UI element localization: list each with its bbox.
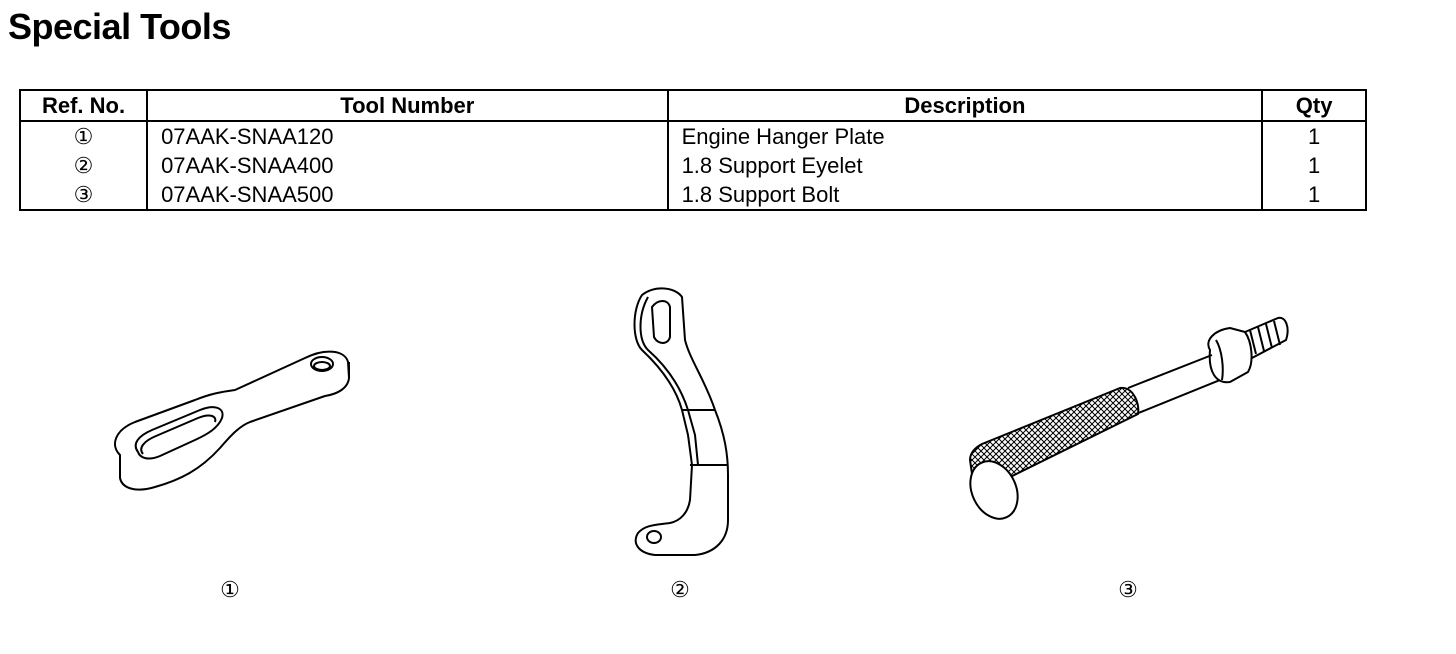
header-ref-no: Ref. No.: [18, 89, 149, 122]
qty-cell: 1: [1261, 180, 1367, 210]
tool-number-cell: 07AAK-SNAA400: [146, 151, 669, 180]
support-bolt-illustration: [969, 316, 1289, 520]
page-title: Special Tools: [8, 6, 231, 47]
table-header-row: Ref. No. Tool Number Description Qty: [18, 89, 1367, 122]
table-row: ③ 07AAK-SNAA500 1.8 Support Bolt 1: [18, 180, 1367, 210]
illustration-caption: ①: [220, 577, 240, 602]
header-description: Description: [666, 89, 1264, 122]
qty-cell: 1: [1261, 121, 1367, 151]
ref-cell: ③: [18, 180, 149, 210]
tool-number-cell: 07AAK-SNAA120: [146, 121, 669, 151]
description-cell: 1.8 Support Bolt: [666, 180, 1264, 210]
ref-cell: ①: [18, 121, 149, 151]
ref-cell: ②: [18, 151, 149, 180]
description-cell: Engine Hanger Plate: [666, 121, 1264, 151]
qty-cell: 1: [1261, 151, 1367, 180]
header-tool-number: Tool Number: [146, 89, 669, 122]
tool-number-cell: 07AAK-SNAA500: [146, 180, 669, 210]
header-qty: Qty: [1261, 89, 1367, 122]
table-row: ① 07AAK-SNAA120 Engine Hanger Plate 1: [18, 121, 1367, 151]
support-eyelet-illustration: [633, 287, 729, 556]
illustration-caption: ③: [1118, 577, 1138, 602]
description-cell: 1.8 Support Eyelet: [666, 151, 1264, 180]
illustration-caption: ②: [670, 577, 690, 602]
special-tools-table: Ref. No. Tool Number Description Qty ① 0…: [18, 89, 1367, 211]
table-row: ② 07AAK-SNAA400 1.8 Support Eyelet 1: [18, 151, 1367, 180]
engine-hanger-plate-illustration: [114, 350, 350, 491]
